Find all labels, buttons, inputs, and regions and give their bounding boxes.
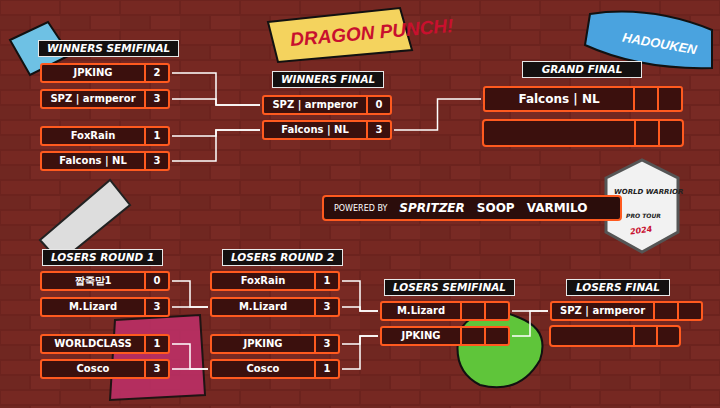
- logo-text: WORLD WARRIOR: [614, 188, 683, 196]
- match-score: 3: [144, 153, 168, 169]
- round-title: WINNERS SEMIFINAL: [47, 42, 170, 54]
- player-slot: 짭죽맏10: [40, 271, 170, 291]
- round-header: LOSERS ROUND 1: [42, 249, 163, 266]
- round-title: GRAND FINAL: [542, 63, 623, 75]
- player-slot: JPKING: [380, 326, 510, 346]
- player-name: 짭죽맏1: [42, 273, 144, 289]
- player-name: JPKING: [42, 65, 144, 81]
- match-score: 1: [314, 273, 338, 289]
- player-name: WORLDCLASS: [42, 336, 144, 352]
- player-slot: SPZ | armperor0: [262, 95, 392, 115]
- round-header: GRAND FINAL: [522, 61, 642, 78]
- empty-slot: [550, 326, 680, 346]
- bracket-line: [172, 73, 260, 105]
- player-slot: M.Lizard3: [40, 297, 170, 317]
- player-slot: FoxRain1: [40, 126, 170, 146]
- player-name: FoxRain: [212, 273, 314, 289]
- player-slot: FoxRain1: [210, 271, 340, 291]
- player-slot: M.Lizard: [380, 301, 510, 321]
- sponsor-logo: SPRITZER: [399, 201, 464, 215]
- round-header: LOSERS FINAL: [566, 279, 670, 296]
- round-title: LOSERS SEMIFINAL: [393, 281, 506, 293]
- sticker: [585, 12, 712, 69]
- player-name: SPZ | armperor: [552, 303, 653, 319]
- match-score: 2: [144, 65, 168, 81]
- player-slot: Cosco3: [40, 359, 170, 379]
- match-score: 3: [314, 299, 338, 315]
- bracket-line: [172, 281, 208, 307]
- round-title: LOSERS FINAL: [576, 281, 660, 293]
- match-score: 3: [144, 91, 168, 107]
- empty-score: [653, 303, 677, 319]
- match-score: 1: [144, 128, 168, 144]
- player-name: Cosco: [212, 361, 314, 377]
- empty-score: [460, 328, 484, 344]
- bracket-line: [342, 281, 378, 311]
- bracket-line: [172, 306, 208, 308]
- player-slot: Falcons | NL3: [40, 151, 170, 171]
- bracket-line: [172, 368, 208, 370]
- player-name: M.Lizard: [212, 299, 314, 315]
- match-score: 3: [144, 361, 168, 377]
- player-slot: SPZ | armperor: [550, 301, 703, 321]
- player-name: Falcons | NL: [42, 153, 144, 169]
- player-name: JPKING: [382, 328, 460, 344]
- round-title: WINNERS FINAL: [281, 73, 375, 85]
- player-slot: Falcons | NL3: [262, 120, 392, 140]
- round-header: LOSERS SEMIFINAL: [384, 279, 515, 296]
- player-name: SPZ | armperor: [264, 97, 366, 113]
- sponsor-band: POWERED BY SPRITZER SOOP VARMILO: [322, 195, 622, 221]
- empty-score: [484, 303, 508, 319]
- match-score: 3: [366, 122, 390, 138]
- bracket-line: [172, 99, 260, 105]
- match-score: 0: [366, 97, 390, 113]
- empty-score: [657, 88, 681, 110]
- player-slot: Falcons | NL: [483, 86, 683, 112]
- empty-slot: [483, 120, 683, 146]
- player-name: M.Lizard: [42, 299, 144, 315]
- round-header: WINNERS FINAL: [272, 71, 384, 88]
- sponsor-logo: SOOP: [477, 201, 515, 215]
- logo-text: PRO TOUR: [626, 212, 661, 219]
- player-name: Falcons | NL: [264, 122, 366, 138]
- match-score: 1: [314, 361, 338, 377]
- player-name: FoxRain: [42, 128, 144, 144]
- bracket-line: [172, 344, 208, 369]
- match-score: 3: [144, 299, 168, 315]
- empty-score: [677, 303, 701, 319]
- player-name: SPZ | armperor: [42, 91, 144, 107]
- player-slot: WORLDCLASS1: [40, 334, 170, 354]
- player-slot: SPZ | armperor3: [40, 89, 170, 109]
- match-score: 3: [314, 336, 338, 352]
- round-header: LOSERS ROUND 2: [222, 249, 343, 266]
- sponsor-caption: POWERED BY: [334, 204, 387, 213]
- match-score: 1: [144, 336, 168, 352]
- player-name: JPKING: [212, 336, 314, 352]
- empty-score: [484, 328, 508, 344]
- player-slot: Cosco1: [210, 359, 340, 379]
- bracket-line: [512, 311, 548, 336]
- player-name: Falcons | NL: [485, 88, 633, 110]
- bracket-line: [342, 307, 378, 311]
- bracket-line: [342, 336, 378, 369]
- match-score: 0: [144, 273, 168, 289]
- round-title: LOSERS ROUND 1: [51, 251, 154, 263]
- player-slot: M.Lizard3: [210, 297, 340, 317]
- empty-score: [460, 303, 484, 319]
- sponsor-logo: VARMILO: [527, 201, 588, 215]
- player-name: M.Lizard: [382, 303, 460, 319]
- player-slot: JPKING3: [210, 334, 340, 354]
- player-slot: JPKING2: [40, 63, 170, 83]
- round-title: LOSERS ROUND 2: [231, 251, 334, 263]
- bracket-line: [172, 130, 260, 161]
- player-name: Cosco: [42, 361, 144, 377]
- bracket-line: [394, 99, 481, 130]
- round-header: WINNERS SEMIFINAL: [38, 40, 179, 57]
- empty-score: [633, 88, 657, 110]
